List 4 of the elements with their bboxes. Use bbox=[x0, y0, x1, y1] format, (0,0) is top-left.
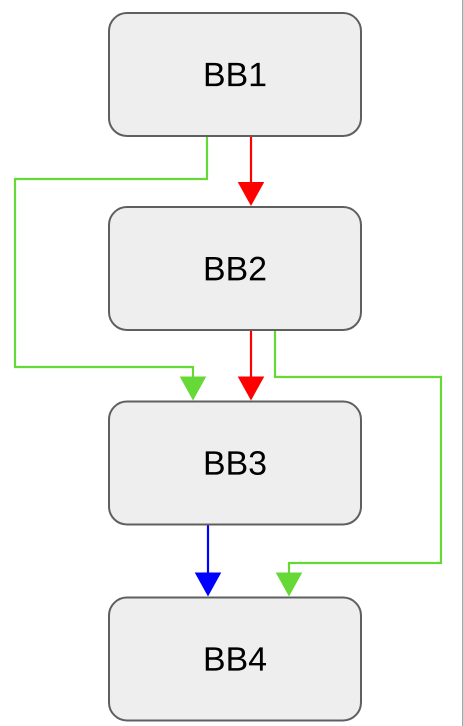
process-box: BB3 bbox=[108, 400, 362, 526]
process-box: BB4 bbox=[108, 596, 362, 722]
process-box: BB1 bbox=[108, 12, 362, 137]
process-box: BB2 bbox=[108, 206, 362, 331]
